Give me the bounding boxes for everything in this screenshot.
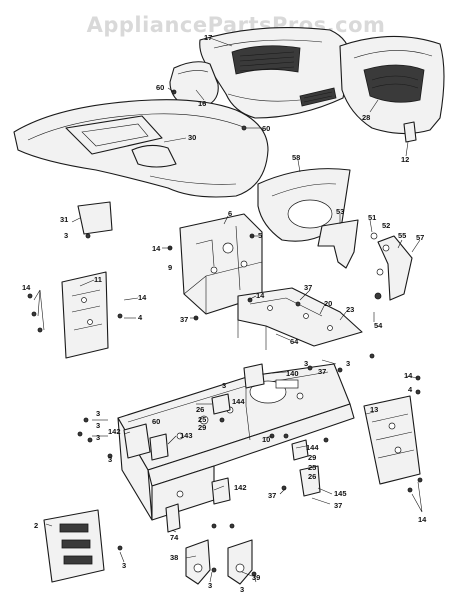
callout-53: 53 — [336, 207, 344, 216]
callout-5: 5 — [258, 231, 262, 240]
callout-11: 11 — [94, 275, 102, 284]
callout-37-support: 37 — [180, 315, 188, 324]
callout-51: 51 — [368, 213, 376, 222]
callout-142-bottom: 142 — [234, 483, 247, 492]
callout-26-top: 26 — [196, 405, 204, 414]
callout-labels: 17 60 16 30 60 28 12 31 3 58 6 14 5 9 53… — [22, 33, 427, 594]
callout-3-axle2: 3 — [240, 585, 244, 594]
callout-3-axle: 3 — [208, 581, 212, 590]
callout-39: 39 — [252, 573, 260, 582]
callout-26-bottom: 26 — [308, 472, 316, 481]
callout-29-top: 29 — [198, 423, 206, 432]
callout-9: 9 — [168, 263, 172, 272]
axle-bracket-38-part — [185, 539, 211, 585]
main-frame-part — [117, 363, 355, 487]
callout-4-plate: 4 — [138, 313, 143, 322]
callout-12: 12 — [401, 155, 409, 164]
hood-part — [199, 27, 351, 119]
callout-144-top: 144 — [232, 397, 245, 406]
callout-57: 57 — [416, 233, 424, 242]
bracket-142b-part — [211, 477, 231, 505]
cross-plate-part — [237, 287, 363, 350]
callout-28: 28 — [362, 113, 370, 122]
pedal-linkage-part — [317, 219, 413, 301]
callout-14-right: 14 — [404, 371, 413, 380]
callout-17: 17 — [204, 33, 212, 42]
callout-145: 145 — [334, 489, 347, 498]
callout-3-mid: 3 — [222, 381, 226, 390]
callout-60-frame: 60 — [152, 417, 160, 426]
callout-55: 55 — [398, 231, 406, 240]
callout-14-left: 14 — [22, 283, 31, 292]
callout-25-top: 25 — [198, 415, 206, 424]
callout-14-bottom: 14 — [418, 515, 427, 524]
callout-3-bumper: 3 — [122, 561, 126, 570]
bracket-140-part — [243, 363, 265, 389]
heat-shield-part — [257, 168, 351, 242]
bracket-144b-part — [291, 439, 309, 461]
fasteners — [27, 89, 423, 577]
bracket-143-part — [149, 433, 169, 461]
callout-37-cross: 37 — [304, 283, 312, 292]
callout-52: 52 — [382, 221, 390, 230]
bracket-142-part — [123, 423, 151, 459]
axle-bracket-39-part — [227, 539, 253, 585]
bracket-74-part — [165, 503, 181, 533]
callout-60-fender: 60 — [262, 124, 270, 133]
callout-16: 16 — [198, 99, 206, 108]
callout-3-left2: 3 — [96, 421, 100, 430]
callout-6: 6 — [228, 209, 232, 218]
callout-3-lower: 3 — [108, 455, 112, 464]
callout-25-bottom: 25 — [308, 463, 316, 472]
bracket-31-part — [77, 201, 113, 235]
callout-3-left: 3 — [96, 409, 100, 418]
callout-2: 2 — [34, 521, 38, 530]
callout-3-top: 3 — [304, 359, 308, 368]
callout-54: 54 — [374, 321, 383, 330]
callout-37-frame: 37 — [318, 367, 326, 376]
frame-plate-13-part — [363, 395, 421, 485]
callout-4-right: 4 — [408, 385, 413, 394]
front-bumper-part — [43, 509, 105, 583]
callout-140: 140 — [286, 369, 299, 378]
callout-14-cross: 14 — [256, 291, 265, 300]
callout-3-left3: 3 — [96, 433, 100, 442]
bracket-144-part — [211, 393, 231, 415]
callout-14-dash: 14 — [152, 244, 161, 253]
callout-64: 64 — [290, 337, 299, 346]
callout-23: 23 — [346, 305, 354, 314]
grille-part — [339, 35, 445, 135]
callout-13: 13 — [370, 405, 378, 414]
callout-3-bracket: 3 — [64, 231, 68, 240]
callout-142-left: 142 — [108, 427, 121, 436]
leader-lines — [33, 37, 423, 583]
frame-plate-11-part — [61, 271, 109, 359]
callout-60-hood: 60 — [156, 83, 164, 92]
callout-14-plate: 14 — [138, 293, 147, 302]
callout-20: 20 — [324, 299, 332, 308]
fender-part — [13, 99, 269, 198]
callout-58: 58 — [292, 153, 300, 162]
callout-74: 74 — [170, 533, 179, 542]
callout-37-lower: 37 — [268, 491, 276, 500]
bracket-145-part — [299, 465, 321, 497]
dash-support-part — [179, 213, 263, 315]
callout-29-bottom: 29 — [308, 453, 316, 462]
callout-38: 38 — [170, 553, 178, 562]
callout-31: 31 — [60, 215, 68, 224]
callout-37-bottom: 37 — [334, 501, 342, 510]
callout-10: 10 — [262, 435, 270, 444]
callout-144-bottom: 144 — [306, 443, 319, 452]
callout-30: 30 — [188, 133, 196, 142]
callout-3-frame: 3 — [346, 359, 350, 368]
callout-143: 143 — [180, 431, 193, 440]
clip-part — [403, 121, 417, 143]
